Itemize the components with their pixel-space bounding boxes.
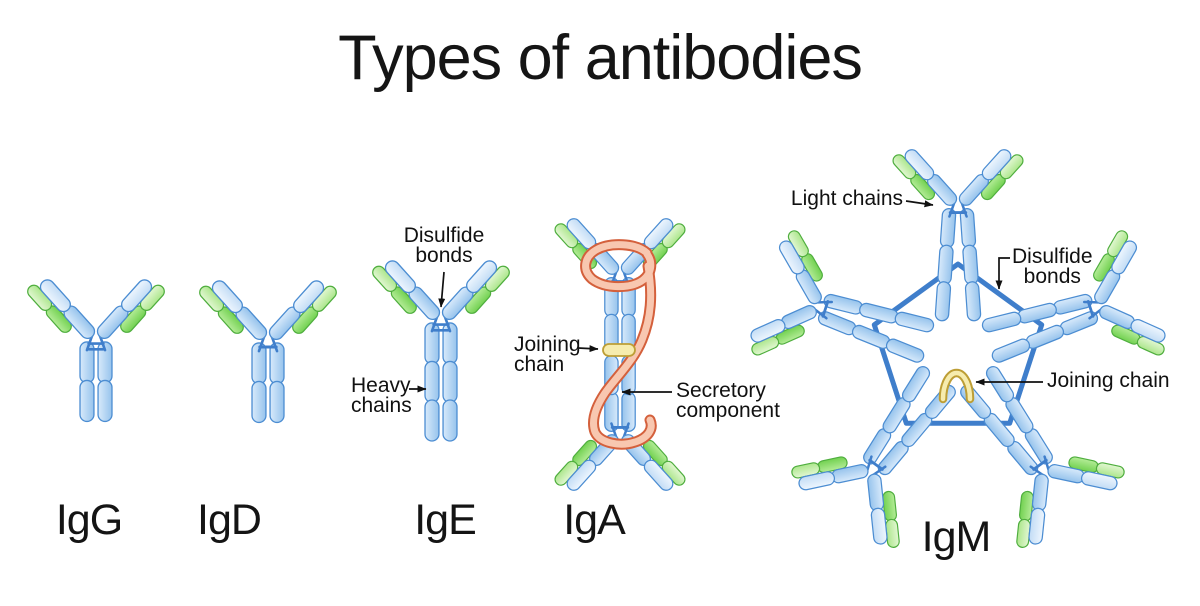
secretory-line2: component — [676, 399, 780, 422]
heavy-chains-line2: chains — [351, 394, 412, 417]
igm-unit-3 — [960, 366, 1125, 548]
iga-joining-chain — [602, 343, 636, 357]
igm-joining-chain-label: Joining chain — [1047, 369, 1170, 392]
iga-molecule — [554, 218, 686, 491]
ige-disulfide-line1: Disulfide — [403, 224, 485, 247]
iga-label: IgA — [563, 496, 626, 544]
iga-joining-line2: chain — [514, 353, 565, 376]
secretory-component-ribbon — [580, 239, 657, 450]
igd-molecule — [199, 280, 337, 424]
ige-molecule — [372, 260, 510, 442]
iga-joining-chain-label: Joining chain — [514, 333, 581, 376]
igg-molecule — [27, 279, 165, 423]
light-chains-label: Light chains — [790, 187, 903, 210]
igm-unit-1 — [892, 149, 1024, 322]
ige-disulfide-bonds-label: Disulfide bonds — [403, 224, 485, 267]
page-title: Types of antibodies — [338, 23, 863, 93]
ige-label: IgE — [414, 496, 477, 544]
heavy-chains-line1: Heavy — [351, 374, 411, 397]
igm-unit-2 — [981, 230, 1166, 363]
light-chains-arrow — [905, 200, 934, 208]
igm-disulfide-bonds-label: Disulfide bonds — [1012, 245, 1093, 288]
ige-disulfide-arrow — [438, 271, 446, 308]
heavy-chains-label: Heavy chains — [351, 374, 412, 417]
secretory-component-label: Secretory component — [676, 379, 780, 422]
ige-disulfide-line2: bonds — [415, 244, 473, 267]
annotation-connectors — [409, 200, 1043, 396]
iga-joining-arrow — [577, 345, 599, 353]
igm-label: IgM — [921, 513, 992, 561]
igm-disulfide-line2: bonds — [1023, 265, 1081, 288]
igm-molecule — [750, 149, 1166, 548]
igm-unit-5 — [750, 230, 935, 363]
iga-joining-line1: Joining — [514, 333, 581, 356]
igd-label: IgD — [197, 496, 262, 544]
igm-disulfide-arrow — [995, 257, 1010, 290]
secretory-line1: Secretory — [676, 379, 766, 402]
igg-label: IgG — [55, 496, 123, 544]
igm-disulfide-line1: Disulfide — [1012, 245, 1093, 268]
